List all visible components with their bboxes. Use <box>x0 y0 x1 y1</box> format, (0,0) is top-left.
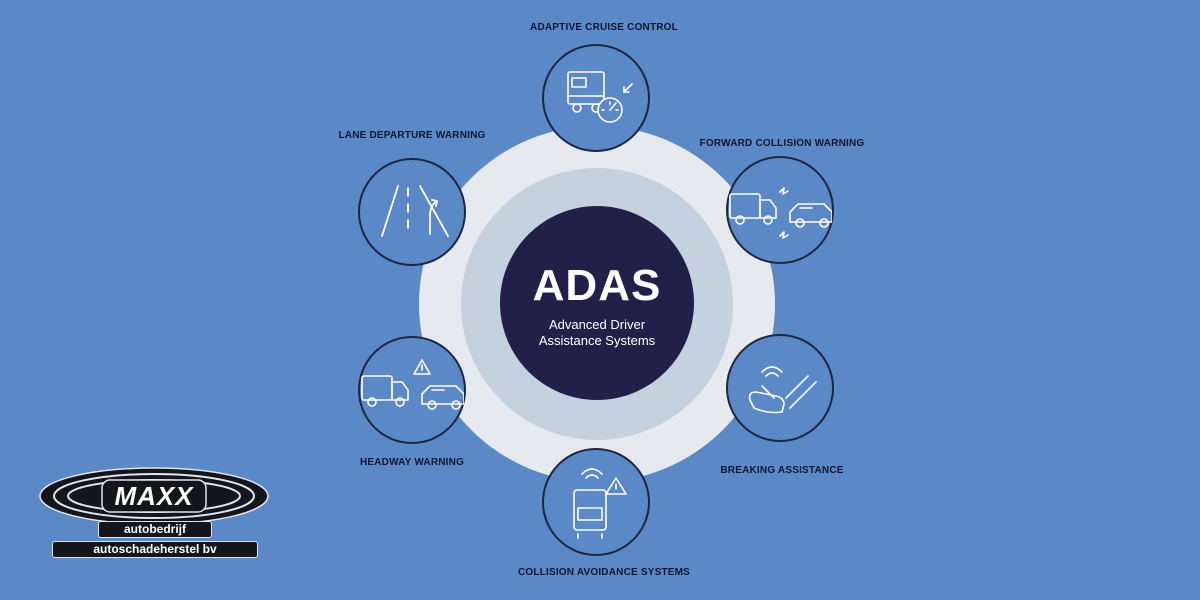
label-lane-departure-warning: LANE DEPARTURE WARNING <box>338 130 486 141</box>
logo-line1: autobedrijf <box>98 521 212 538</box>
label-breaking-assistance: BREAKING ASSISTANCE <box>720 465 844 476</box>
lane-merge-icon <box>381 185 449 237</box>
foot-pedal-icon <box>748 366 817 414</box>
node-lane-departure-warning <box>358 158 466 266</box>
label-adaptive-cruise-control: ADAPTIVE CRUISE CONTROL <box>530 22 678 33</box>
truck-warning-signal-icon <box>573 468 627 539</box>
label-collision-avoidance-systems: COLLISION AVOIDANCE SYSTEMS <box>517 567 691 578</box>
logo-line2: autoschadeherstel bv <box>52 541 258 558</box>
label-headway-warning: HEADWAY WARNING <box>359 457 465 468</box>
center-subtitle: Advanced Driver Assistance Systems <box>500 317 694 349</box>
truck-speedometer-icon <box>567 71 633 123</box>
adas-center: ADAS Advanced Driver Assistance Systems <box>500 206 694 400</box>
center-subtitle-line1: Advanced Driver <box>548 317 646 332</box>
logo-brand: MAXX <box>114 481 194 511</box>
node-adaptive-cruise-control <box>542 44 650 152</box>
node-headway-warning <box>358 336 466 444</box>
maxx-logo-mark <box>39 467 269 525</box>
maxx-logo: MAXX autobedrijf autoschadeherstel bv <box>38 466 270 566</box>
center-title: ADAS <box>532 261 662 310</box>
center-subtitle-line2: Assistance Systems <box>538 333 656 348</box>
node-collision-avoidance-systems <box>542 448 650 556</box>
node-forward-collision-warning <box>726 156 834 264</box>
truck-car-warning-icon <box>361 359 464 410</box>
label-forward-collision-warning: FORWARD COLLISION WARNING <box>699 138 865 149</box>
truck-car-collision-icon <box>729 187 832 239</box>
node-breaking-assistance <box>726 334 834 442</box>
